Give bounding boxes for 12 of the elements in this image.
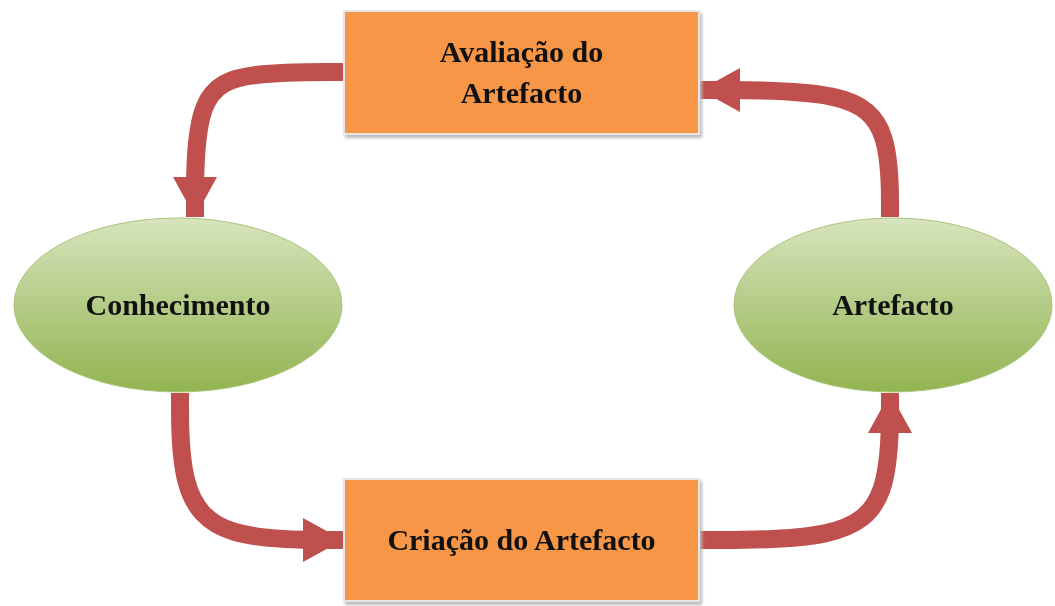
curved-arrow <box>173 63 343 217</box>
ellipse-node <box>733 217 1053 393</box>
ellipse-node <box>13 217 343 393</box>
node-label: Criação do Artefacto <box>387 521 656 558</box>
curved-arrow <box>171 393 343 562</box>
node-label: Conhecimento <box>85 286 271 323</box>
curved-arrow <box>700 393 912 549</box>
process-box <box>343 10 700 135</box>
node-label: Avaliação do Artefacto <box>438 34 605 111</box>
curved-arrow <box>700 68 899 217</box>
node-label: Artefacto <box>832 286 954 323</box>
process-box <box>343 478 700 602</box>
